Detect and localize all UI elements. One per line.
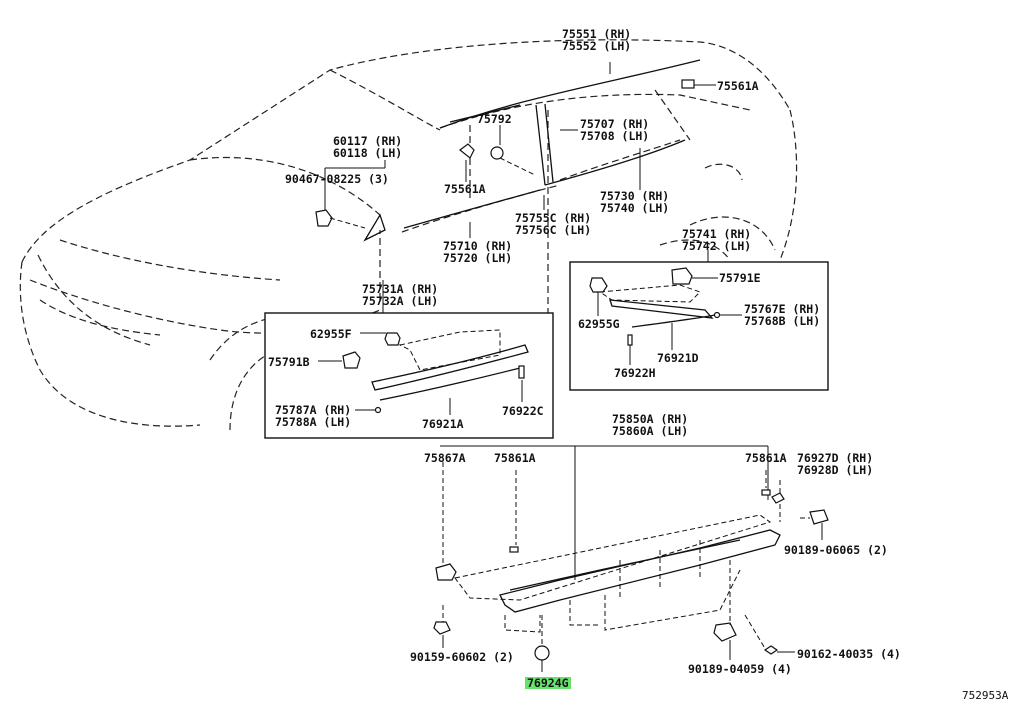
label-75792[interactable]: 75792 — [477, 112, 512, 126]
label-60117[interactable]: 60117 (RH)60118 (LH) — [333, 134, 403, 160]
label-75707[interactable]: 75707 (RH)75708 (LH) — [580, 117, 650, 143]
label-75791b[interactable]: 75791B — [268, 355, 310, 369]
label-75710[interactable]: 75710 (RH)75720 (LH) — [443, 239, 513, 265]
label-90162-40035[interactable]: 90162-40035 (4) — [797, 647, 901, 661]
label-62955f[interactable]: 62955F — [310, 327, 352, 341]
label-76921a[interactable]: 76921A — [422, 417, 464, 431]
label-76921d[interactable]: 76921D — [657, 351, 699, 365]
front-door-moulding-detail-box — [264, 312, 554, 439]
label-90189-04059[interactable]: 90189-04059 (4) — [688, 662, 792, 676]
label-76927d[interactable]: 76927D (RH)76928D (LH) — [797, 451, 874, 477]
diagram-id: 752953A — [962, 689, 1009, 702]
label-76922h[interactable]: 76922H — [614, 366, 656, 380]
label-90159-60602[interactable]: 90159-60602 (2) — [410, 650, 514, 664]
label-90189-06065[interactable]: 90189-06065 (2) — [784, 543, 888, 557]
label-75787a[interactable]: 75787A (RH)75788A (LH) — [275, 403, 352, 429]
label-75791e[interactable]: 75791E — [719, 271, 761, 285]
label-75730[interactable]: 75730 (RH)75740 (LH) — [600, 189, 670, 215]
label-75861a-left[interactable]: 75861A — [494, 451, 536, 465]
label-75731a[interactable]: 75731A (RH)75732A (LH) — [362, 282, 439, 308]
label-90467-08225[interactable]: 90467-08225 (3) — [285, 172, 389, 186]
label-75867a[interactable]: 75867A — [424, 451, 466, 465]
label-76924g[interactable]: 76924G — [525, 676, 571, 690]
label-76922c[interactable]: 76922C — [502, 404, 544, 418]
label-62955g[interactable]: 62955G — [578, 317, 620, 331]
label-75861a-right[interactable]: 75861A — [745, 451, 787, 465]
label-75767e[interactable]: 75767E (RH)75768B (LH) — [744, 302, 821, 328]
label-75551[interactable]: 75551 (RH)75552 (LH) — [562, 27, 632, 53]
label-75561a-top[interactable]: 75561A — [717, 79, 759, 93]
label-75561a-mid[interactable]: 75561A — [444, 182, 486, 196]
rear-door-moulding-detail-box — [569, 261, 829, 391]
label-75755c[interactable]: 75755C (RH)75756C (LH) — [515, 211, 592, 237]
label-75741[interactable]: 75741 (RH)75742 (LH) — [682, 227, 752, 253]
label-75850a[interactable]: 75850A (RH)75860A (LH) — [612, 412, 689, 438]
